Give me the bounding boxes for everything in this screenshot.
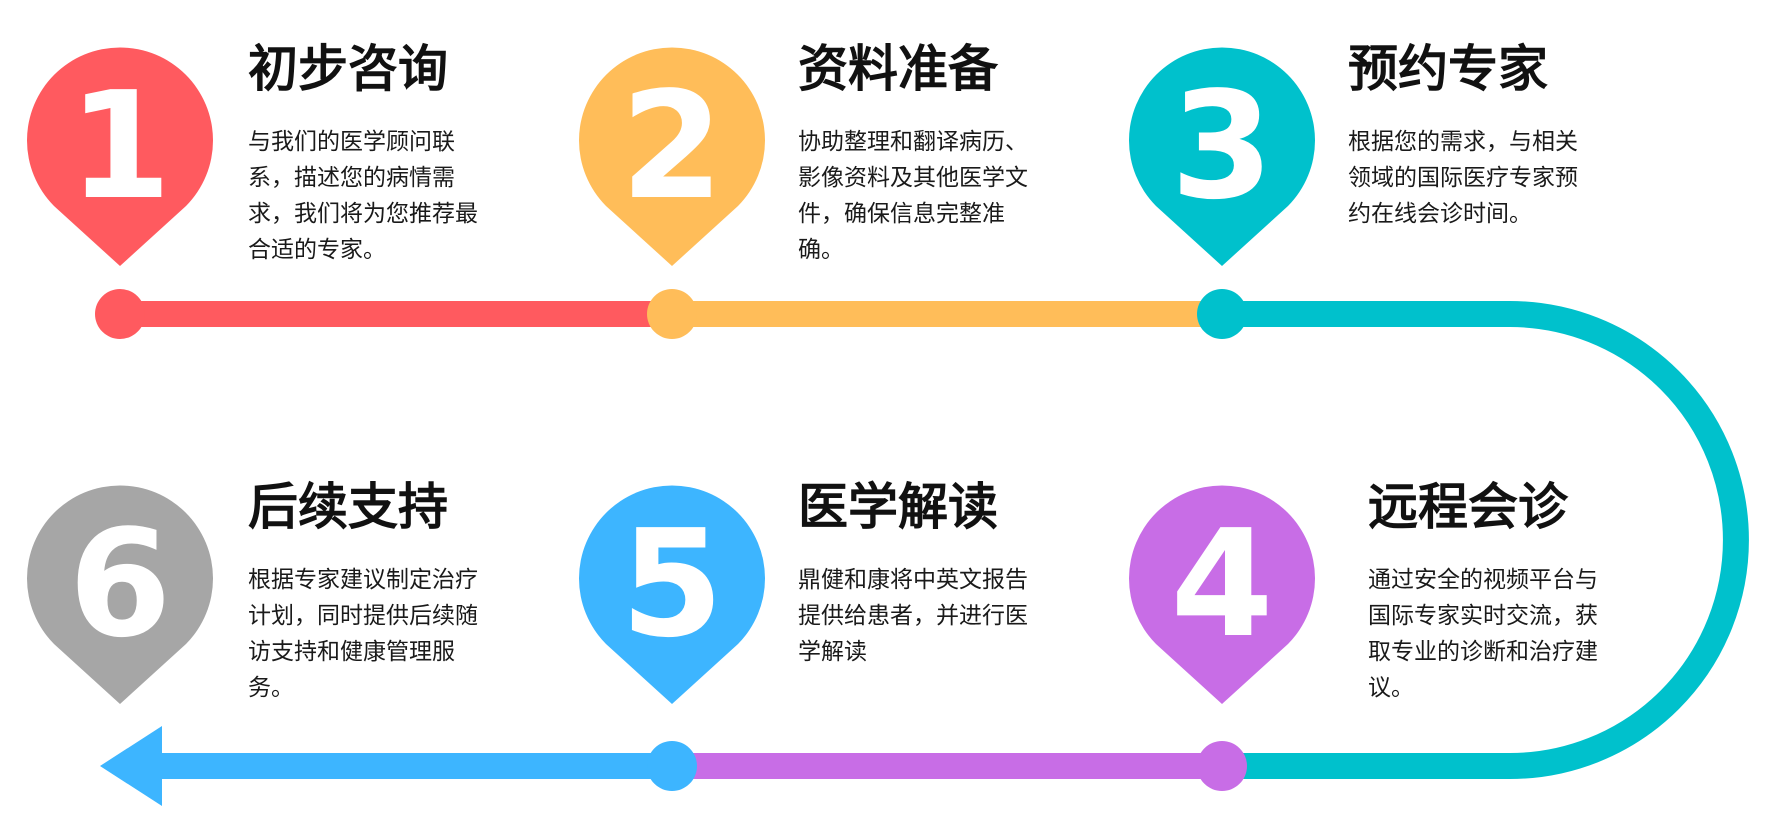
step-5-number: 5 xyxy=(621,498,724,670)
step-6-pin-icon: 6 xyxy=(27,485,214,704)
timeline-node-5 xyxy=(647,741,697,791)
timeline-node-2 xyxy=(647,289,697,339)
timeline-arrow-head-icon xyxy=(100,726,162,806)
step-5-description: 鼎健和康将中英文报告提供给患者，并进行医学解读 xyxy=(798,567,1028,665)
timeline-curve-3 xyxy=(1222,301,1749,779)
timeline-node-1 xyxy=(95,289,145,339)
step-4-description: 通过安全的视频平台与国际专家实时交流，获取专业的诊断和治疗建议。 xyxy=(1368,567,1598,701)
step-2-number: 2 xyxy=(621,60,724,232)
step-2-description: 协助整理和翻译病历、影像资料及其他医学文件，确保信息完整准确。 xyxy=(798,129,1028,263)
step-3-pin-icon: 3 xyxy=(1129,47,1315,266)
step-3-description: 根据您的需求，与相关领域的国际医疗专家预约在线会诊时间。 xyxy=(1348,129,1578,227)
step-4-number: 4 xyxy=(1171,498,1274,670)
step-2-pin-icon: 2 xyxy=(579,47,765,266)
step-1-pin-icon: 1 xyxy=(27,47,214,266)
timeline-node-3 xyxy=(1197,289,1247,339)
step-4-title: 远程会诊 xyxy=(1368,478,1568,536)
step-2-title: 资料准备 xyxy=(798,40,998,98)
step-5-pin-icon: 5 xyxy=(579,485,765,704)
timeline-node-4 xyxy=(1197,741,1247,791)
step-6-description: 根据专家建议制定治疗计划，同时提供后续随访支持和健康管理服务。 xyxy=(248,567,478,701)
step-3-title: 预约专家 xyxy=(1348,40,1548,98)
step-1-number: 1 xyxy=(69,60,172,232)
step-3-number: 3 xyxy=(1171,60,1274,232)
step-5-title: 医学解读 xyxy=(798,478,998,536)
step-4-pin-icon: 4 xyxy=(1129,485,1315,704)
step-1-description: 与我们的医学顾问联系，描述您的病情需求，我们将为您推荐最合适的专家。 xyxy=(248,129,478,263)
step-6-number: 6 xyxy=(69,498,172,670)
step-6-title: 后续支持 xyxy=(248,478,448,536)
step-1-title: 初步咨询 xyxy=(248,40,448,98)
